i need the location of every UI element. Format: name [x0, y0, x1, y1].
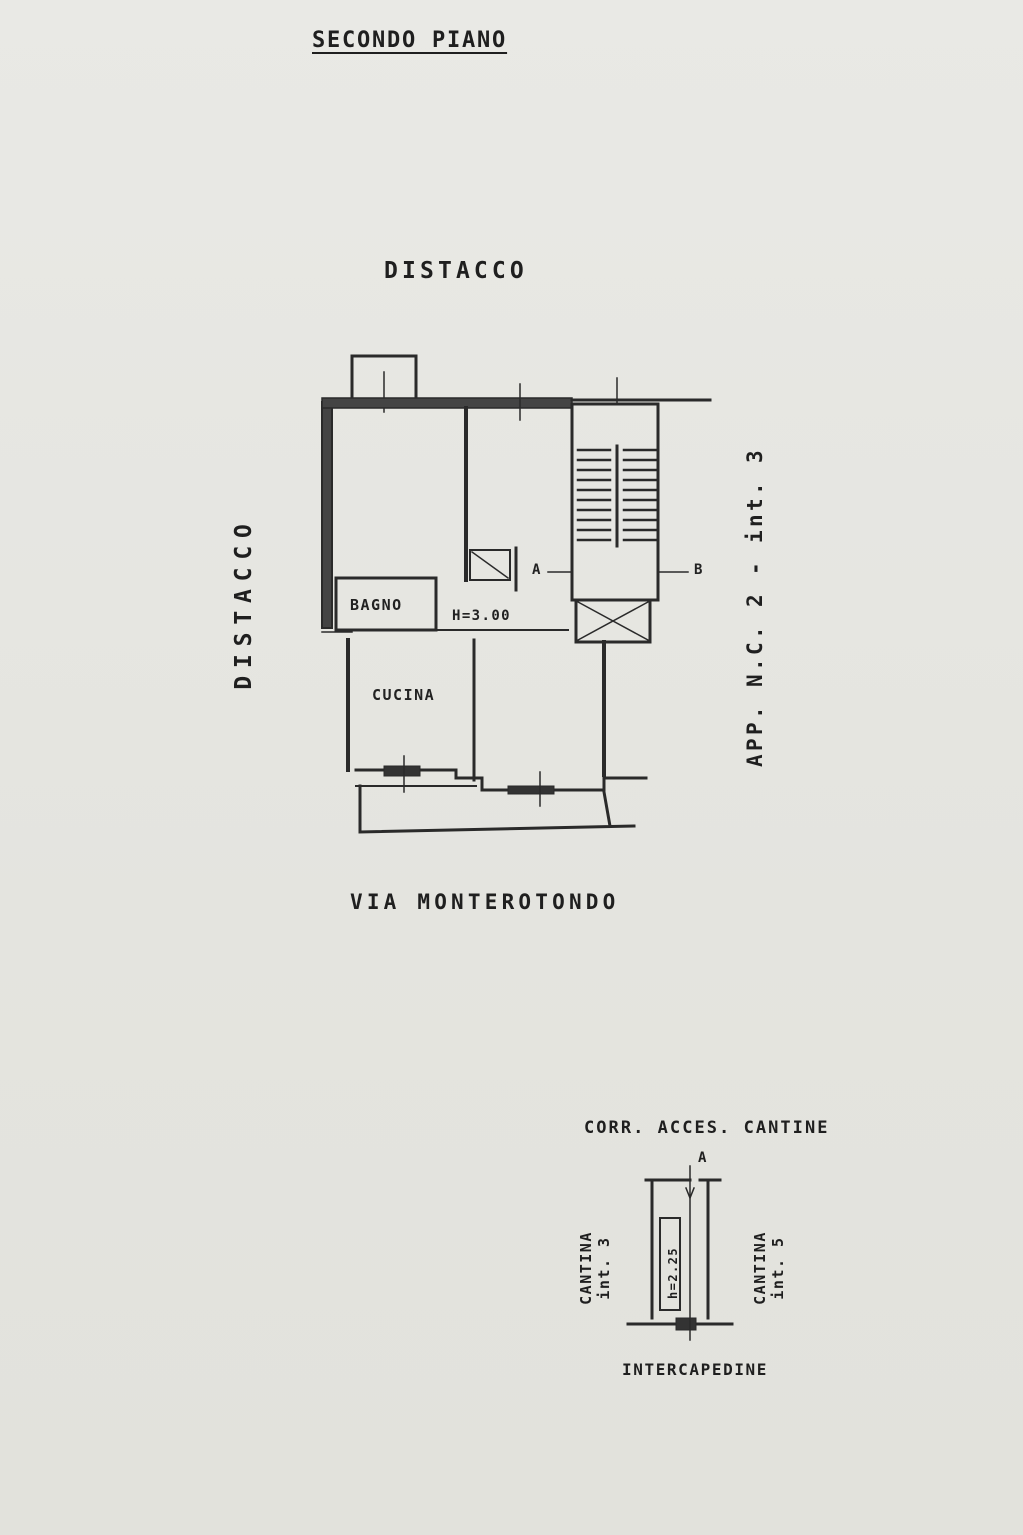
stair-treads	[576, 448, 658, 542]
bay-window	[350, 354, 418, 402]
distacco-top-label: DISTACCO	[384, 258, 528, 284]
street-label: VIA MONTEROTONDO	[350, 890, 620, 914]
closet-cross	[470, 550, 510, 580]
cellar-inner	[659, 1217, 681, 1311]
window-living	[507, 785, 555, 795]
cellar-arrow	[685, 1187, 695, 1201]
room-label-kitchen: CUCINA	[372, 686, 436, 704]
cellar-right-unit-label: CANTINA int. 5	[751, 1193, 787, 1343]
elevator-shaft	[574, 598, 652, 644]
stair-core	[570, 402, 660, 602]
section-mark-b: B	[694, 562, 704, 578]
outer-wall-west	[321, 401, 333, 629]
balcony	[358, 784, 636, 834]
cellar-left-line1: CANTINA	[577, 1231, 595, 1305]
window-kitchen	[383, 765, 421, 777]
cellar-wall-left	[644, 1178, 692, 1320]
cellar-right-line2: int. 5	[769, 1236, 787, 1300]
cellar-bottom-label: INTERCAPEDINE	[622, 1360, 769, 1379]
cellar-right-line1: CANTINA	[751, 1231, 769, 1305]
cellar-height-label: h=2.25	[666, 1247, 680, 1299]
cellar-left-line2: int. 3	[595, 1236, 613, 1300]
closet	[469, 549, 511, 581]
room-label-bathroom: BAGNO	[350, 596, 403, 614]
bathroom-walls	[334, 576, 438, 632]
floor-title: SECONDO PIANO	[312, 28, 508, 53]
cellar-corridor-label: CORR. ACCES. CANTINE	[584, 1118, 830, 1138]
cellar-left-unit-label: CANTINA int. 3	[577, 1193, 613, 1343]
cellar-door	[675, 1317, 697, 1331]
cellar-wall-right	[698, 1178, 722, 1320]
section-mark-a: A	[532, 562, 542, 578]
ceiling-height-label: H=3.00	[452, 608, 511, 624]
south-facade	[354, 768, 648, 792]
outer-wall-north	[321, 397, 573, 409]
elevator-cross	[576, 600, 650, 642]
cellar-section-mark: A	[698, 1150, 709, 1166]
